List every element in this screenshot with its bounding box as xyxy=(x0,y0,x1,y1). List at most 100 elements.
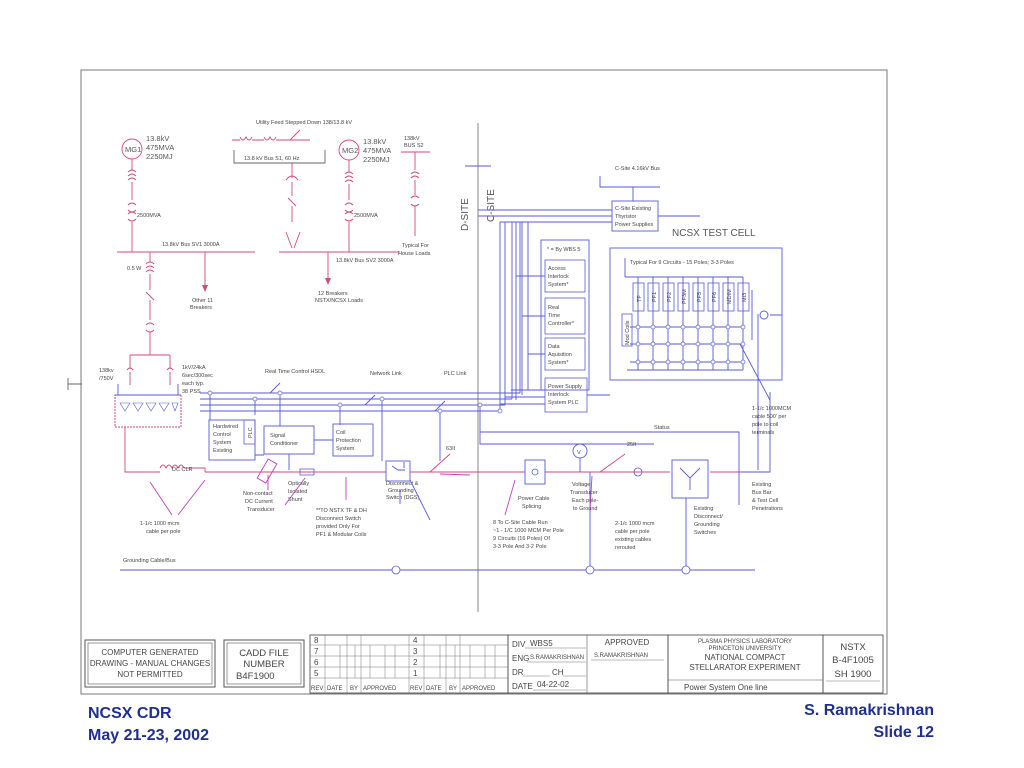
svg-text:Voltage: Voltage xyxy=(572,482,590,488)
svg-text:Existing: Existing xyxy=(694,506,713,512)
rect-x3: each typ. xyxy=(182,381,205,387)
svg-text:Interlock: Interlock xyxy=(548,392,569,398)
cbus-label: C-Site 4.16kV Bus xyxy=(615,166,660,172)
d-site-label: D-SITE xyxy=(460,198,471,231)
dgs-box xyxy=(385,460,411,482)
svg-text:Existing: Existing xyxy=(752,482,771,488)
control-boxes: Hardwired Control System Existing PLC Si… xyxy=(208,419,374,470)
mg1-xfmr: 2500MVA xyxy=(137,213,161,219)
svg-text:5: 5 xyxy=(314,669,319,678)
svg-text:8 To C-Site Cable Run: 8 To C-Site Cable Run xyxy=(493,520,548,526)
svg-text:PF1 & Modular Coils: PF1 & Modular Coils xyxy=(316,532,367,538)
svg-text:Grounding: Grounding xyxy=(694,522,720,528)
svg-text:& Test Cell: & Test Cell xyxy=(752,498,778,504)
svg-text:provided Only For: provided Only For xyxy=(316,524,360,530)
notice-2: DRAWING - MANUAL CHANGES xyxy=(90,659,210,668)
svg-text:3: 3 xyxy=(413,647,418,656)
rect-v2: /750V xyxy=(99,376,114,382)
svg-text:Grounding: Grounding xyxy=(388,488,414,494)
rect-x1: 1kV/24kA xyxy=(182,365,206,371)
svg-text:System: System xyxy=(213,440,232,446)
slide-number: Slide 12 xyxy=(873,724,934,741)
svg-text:Shunt: Shunt xyxy=(288,497,303,503)
existing-dgs-box xyxy=(671,459,709,499)
svg-text:Transducer: Transducer xyxy=(247,507,275,513)
mg1-mva: 475MVA xyxy=(146,143,174,152)
mg2-mva: 475MVA xyxy=(363,146,391,155)
svg-text:DATE: DATE xyxy=(426,686,442,692)
svg-text:PLASMA PHYSICS LABORATORY: PLASMA PHYSICS LABORATORY xyxy=(698,639,792,645)
svg-text:Real: Real xyxy=(548,305,559,311)
svg-text:BY: BY xyxy=(350,686,358,692)
c-site-bus: C-Site 4.16kV Bus C-Site Existing Thyris… xyxy=(478,166,700,232)
svg-text:CH: CH xyxy=(552,668,564,677)
rect-x4: 38 PSS xyxy=(182,389,201,395)
svg-text:Penetrations: Penetrations xyxy=(752,506,783,512)
bus-s2-voltage: 138kV xyxy=(404,136,420,142)
svg-text:Disconnect &: Disconnect & xyxy=(386,481,419,487)
svg-text:pole to coil: pole to coil xyxy=(752,422,778,428)
mg1-energy: 2250MJ xyxy=(146,152,173,161)
sv1-other-1: Other 11 xyxy=(192,298,213,304)
mg2-id: MG2 xyxy=(342,146,358,155)
coil-label: MDIM xyxy=(727,289,733,304)
svg-text:Each pole-: Each pole- xyxy=(572,498,598,504)
sv2-label: 13.8kV Bus SV2 3000A xyxy=(336,258,394,264)
link-rt-label: Real Time Control HSDL xyxy=(265,369,325,375)
label-63: 63II xyxy=(446,446,456,452)
bus-s2: 138kV BUS S2 Typical For House Loads xyxy=(398,136,431,257)
test-cell-title: NCSX TEST CELL xyxy=(672,228,756,239)
svg-text:~1 - 1/C 1000 MCM Per Pole: ~1 - 1/C 1000 MCM Per Pole xyxy=(493,528,564,534)
cbus-t2: Thyristor xyxy=(615,214,637,220)
svg-text:Disconnect Switch: Disconnect Switch xyxy=(316,516,361,522)
svg-text:2-1/c 1000 mcm: 2-1/c 1000 mcm xyxy=(615,521,655,527)
svg-text:Coil: Coil xyxy=(336,430,345,436)
svg-text:DC Current: DC Current xyxy=(245,499,273,505)
notice-3: NOT PERMITTED xyxy=(117,670,182,679)
svg-text:Access: Access xyxy=(548,266,566,272)
generator-mg2: MG2 13.8kV 475MVA 2250MJ 2500MVA xyxy=(338,137,391,252)
svg-text:REV: REV xyxy=(311,686,323,692)
svg-text:Bus Bar: Bus Bar xyxy=(752,490,772,496)
sv1-other-2: Breakers xyxy=(190,305,212,311)
coil-label: PF5 xyxy=(697,292,703,302)
utility-bus-label: 13.8 kV Bus S1, 60 Hz xyxy=(244,156,300,162)
site-division: D-SITE C-SITE xyxy=(460,123,497,612)
svg-text:04-22-02: 04-22-02 xyxy=(537,680,570,689)
svg-text:System*: System* xyxy=(548,282,569,288)
cadd-2: NUMBER xyxy=(243,659,284,670)
svg-text:DIV: DIV xyxy=(512,640,526,649)
wbs-systems: * = By WBS 5 Access Interlock System* Re… xyxy=(500,222,610,413)
ncsx-test-cell: NCSX TEST CELL Typical For 9 Circuits - … xyxy=(609,228,783,401)
title-block: COMPUTER GENERATED DRAWING - MANUAL CHAN… xyxy=(84,634,884,694)
utility-feed: Utility Feed Stepped Down 138/13.8 kV 13… xyxy=(232,120,352,249)
sv1-reactor: 0.5 W xyxy=(127,266,142,272)
test-cell-typical: Typical For 9 Circuits - 15 Poles; 3-3 P… xyxy=(630,260,734,266)
sv2-breakers: 12 Breakers xyxy=(318,291,348,297)
svg-text:cable per pole: cable per pole xyxy=(615,529,650,535)
bus-sv1: 13.8kV Bus SV1 3000A Other 11 Breakers 0… xyxy=(117,242,255,355)
svg-text:7: 7 xyxy=(314,647,319,656)
link-plc-label: PLC Link xyxy=(444,371,467,377)
svg-text:9 Circuits (16 Poles) Of: 9 Circuits (16 Poles) Of xyxy=(493,536,550,542)
coil-label: PF3M xyxy=(682,289,688,304)
wbs-note: * = By WBS 5 xyxy=(547,247,580,253)
svg-text:NATIONAL COMPACT: NATIONAL COMPACT xyxy=(705,653,786,662)
cadd-number: B4F1900 xyxy=(236,671,275,682)
svg-text:DR: DR xyxy=(512,668,524,677)
svg-text:Isolated: Isolated xyxy=(288,489,307,495)
notice-1: COMPUTER GENERATED xyxy=(101,648,198,657)
bus-s2-name: BUS S2 xyxy=(404,143,424,149)
svg-text:Switch (DGS): Switch (DGS) xyxy=(386,495,419,501)
svg-text:3-3 Pole And 3-2 Pole: 3-3 Pole And 3-2 Pole xyxy=(493,544,547,550)
rect-x2: 6sec/300sec xyxy=(182,373,213,379)
cbus-t3: Power Supplies xyxy=(615,222,653,228)
svg-text:APPROVED: APPROVED xyxy=(605,638,650,647)
svg-text:S.RAMAKRISHNAN: S.RAMAKRISHNAN xyxy=(530,655,584,661)
sv1-label: 13.8kV Bus SV1 3000A xyxy=(162,242,220,248)
svg-text:Switches: Switches xyxy=(694,530,716,536)
svg-text:APPROVED: APPROVED xyxy=(462,686,496,692)
coil-row: TF PF1 PF2 PF3M PF5 PF6 MDIM MI3 xyxy=(632,282,750,312)
bus-sv2: 13.8kV Bus SV2 3000A 12 Breakers NSTX/NC… xyxy=(279,251,400,304)
coil-label: PF2 xyxy=(667,292,673,302)
